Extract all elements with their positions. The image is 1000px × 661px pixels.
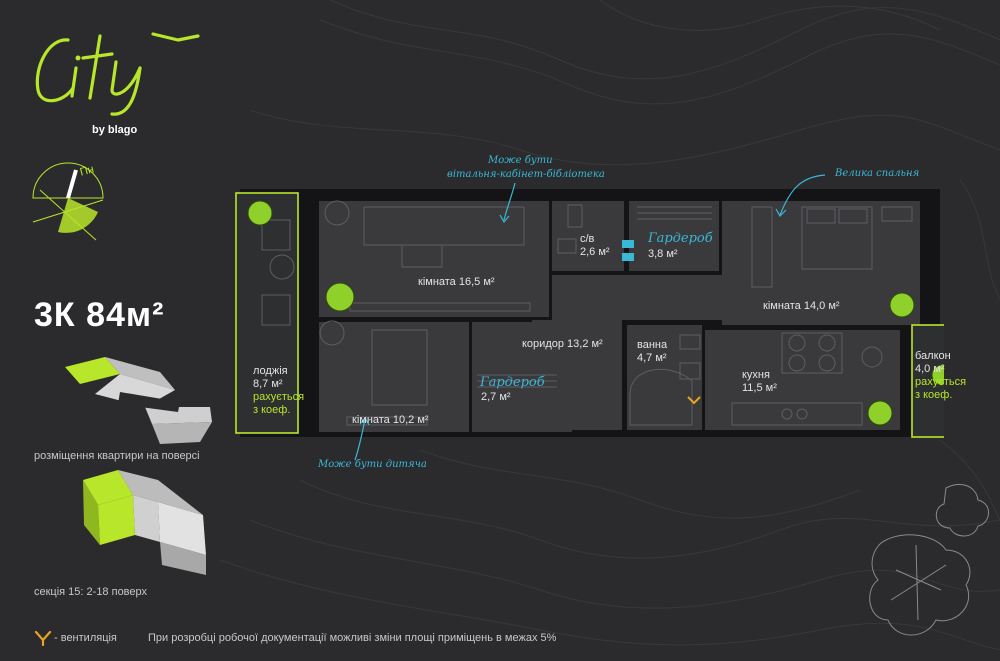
annotation-arrows: [499, 174, 826, 224]
wardrobe-2-area: 2,7 м²: [481, 391, 511, 403]
floor-plan-thumbnail: [65, 357, 212, 444]
city-logo: [35, 32, 200, 116]
wardrobe-2-name: Гардероб: [480, 375, 545, 390]
apartment-title: 3К 84м²: [34, 296, 165, 334]
loggia-name: лоджія: [253, 365, 288, 377]
room-16-5-label: кімната 16,5 м²: [418, 276, 495, 288]
annotation-living-2: вітальня-кабінет-бібліотека: [447, 169, 605, 180]
section-caption: секція 15: 2-18 поверх: [34, 586, 148, 598]
loggia-note-2: з коеф.: [253, 404, 291, 416]
balcony-area: 4,0 м²: [915, 363, 945, 375]
wardrobe-1-name: Гардероб: [648, 231, 713, 246]
corridor-label: коридор 13,2 м²: [522, 338, 603, 350]
ventilation-icon: [34, 630, 52, 646]
room-14-0-label: кімната 14,0 м²: [763, 300, 840, 312]
loggia-area: 8,7 м²: [253, 378, 283, 390]
wc-name: с/в: [580, 233, 595, 245]
annotation-big-bedroom: Велика спальня: [835, 168, 920, 179]
ventilation-legend: - вентиляція: [54, 632, 117, 644]
loggia-note-1: рахується: [253, 391, 305, 403]
logo-sub: by blago: [92, 124, 138, 136]
balcony-note-1: рахується: [915, 376, 967, 388]
footer-note: При розробці робочої документації можлив…: [148, 632, 557, 644]
wardrobe-1-area: 3,8 м²: [648, 248, 678, 260]
balcony-name: балкон: [915, 350, 951, 362]
tree-decoration: [869, 484, 989, 636]
floor-caption: розміщення квартири на поверсі: [34, 450, 200, 462]
compass-icon: [32, 162, 104, 241]
kitchen-area: 11,5 м²: [742, 382, 777, 394]
balcony-note-2: з коеф.: [915, 389, 953, 401]
floor-plan: [235, 189, 944, 438]
wc-area: 2,6 м²: [580, 246, 610, 258]
kids-arrow: [354, 416, 370, 461]
annotation-kids: Може бути дитяча: [318, 459, 427, 470]
bath-area: 4,7 м²: [637, 352, 667, 364]
bath-name: ванна: [637, 339, 668, 351]
annotation-living-1: Може бути: [488, 155, 553, 166]
room-10-2-label: кімната 10,2 м²: [352, 414, 429, 426]
section-thumbnail: [83, 470, 206, 575]
kitchen-name: кухня: [742, 369, 770, 381]
